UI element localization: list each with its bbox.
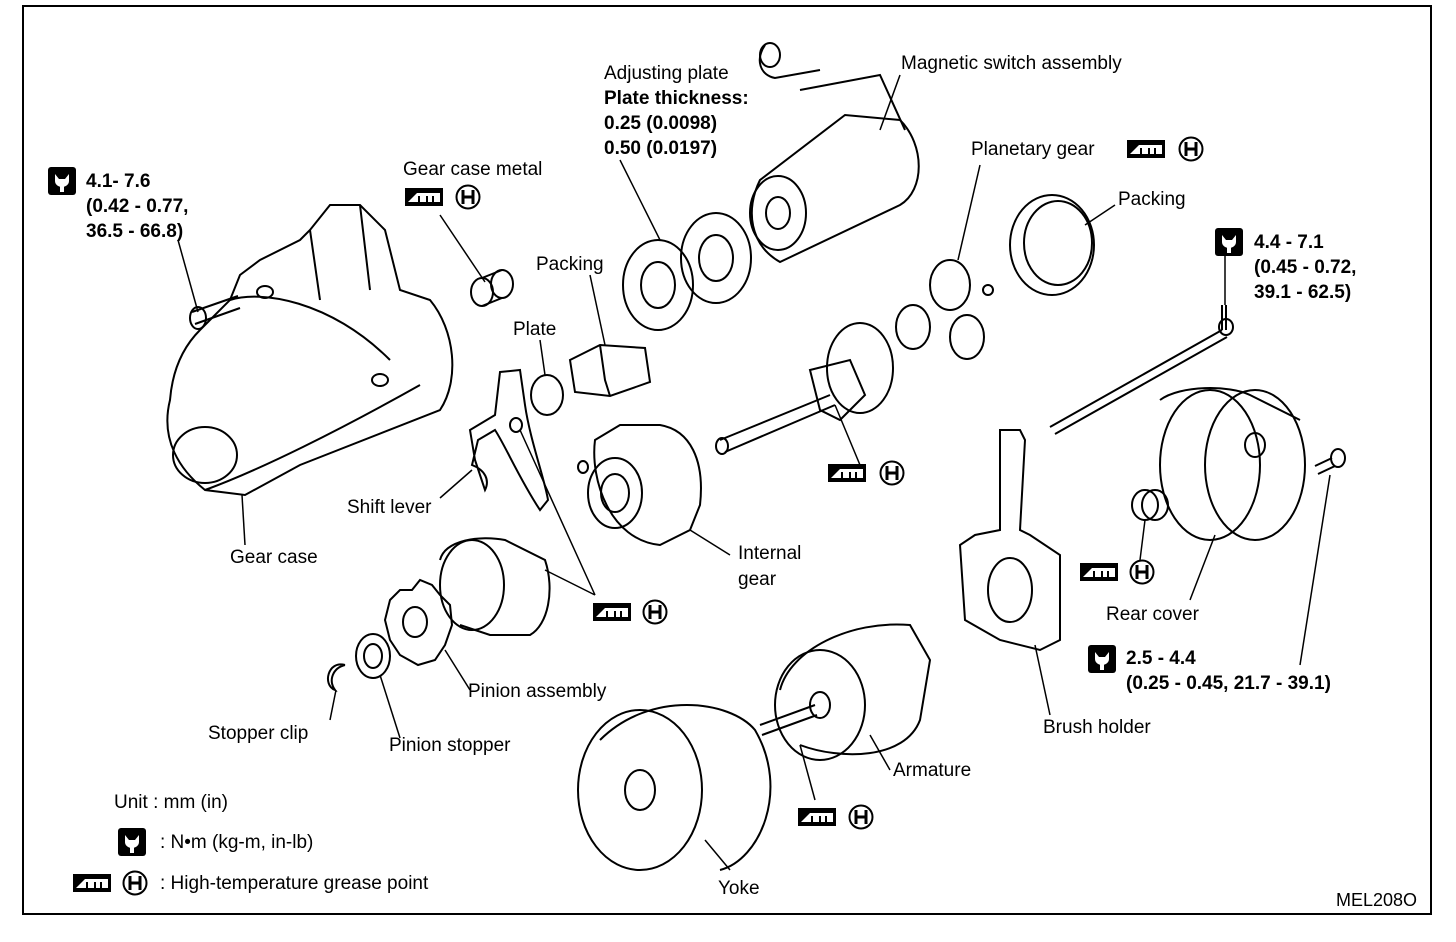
stopper-clip-part <box>326 663 346 693</box>
h-grease-icon <box>122 870 148 896</box>
torque-rear-cover-line2: (0.25 - 0.45, 21.7 - 39.1) <box>1126 673 1331 694</box>
shift-lever-part <box>468 368 550 512</box>
label-internal-gear-2: gear <box>738 569 777 590</box>
torque-rear-cover-line1: 2.5 - 4.4 <box>1126 648 1196 669</box>
packing-ring-part <box>1009 194 1095 296</box>
internal-gear-part <box>577 424 702 547</box>
h-grease-icon <box>848 804 874 830</box>
label-armature: Armature <box>893 760 972 781</box>
legend-unit: Unit : mm (in) <box>114 792 228 813</box>
leader-lines <box>177 74 1331 871</box>
torque-wrench-icon <box>48 167 76 195</box>
h-grease-icon <box>642 599 668 625</box>
brush-holder-part <box>958 429 1061 652</box>
label-thickness-1: 0.25 (0.0098) <box>604 113 718 134</box>
pinion-stopper-part <box>355 633 391 679</box>
diagram-frame <box>22 5 1432 915</box>
torque-wrench-icon <box>1215 228 1243 256</box>
h-grease-icon <box>455 184 481 210</box>
label-gear-case: Gear case <box>230 547 318 568</box>
armature-part <box>759 623 932 761</box>
rear-cover-part <box>1159 387 1306 541</box>
legend-grease: : High-temperature grease point <box>160 873 429 894</box>
torque-wrench-icon <box>1088 645 1116 673</box>
torque-gear-case-line1: 4.1- 7.6 <box>86 171 151 192</box>
label-pinion-stopper: Pinion stopper <box>389 735 511 756</box>
pinion-assembly-part <box>383 537 551 667</box>
label-adjusting-plate: Adjusting plate <box>604 63 729 84</box>
grease-point-icon <box>73 874 111 892</box>
rear-cover-bushing-part <box>1131 489 1169 521</box>
label-plate: Plate <box>513 319 557 340</box>
adjusting-plate-part <box>622 212 752 331</box>
label-internal-gear: Internal <box>738 543 802 564</box>
label-plate-thickness: Plate thickness: <box>604 88 749 109</box>
label-thickness-2: 0.50 (0.0197) <box>604 138 718 159</box>
planetary-shaft-part <box>715 322 894 455</box>
label-pinion-assembly: Pinion assembly <box>468 681 607 702</box>
gear-case-metal-part <box>470 269 514 307</box>
magnetic-switch-part <box>749 42 920 264</box>
label-stopper-clip: Stopper clip <box>208 723 309 744</box>
label-brush-holder: Brush holder <box>1043 717 1151 738</box>
torque-wrench-icon <box>118 828 146 856</box>
label-planetary-gear: Planetary gear <box>971 139 1095 160</box>
torque-through-bolt-line2: (0.45 - 0.72, <box>1254 257 1357 278</box>
grease-point-icon <box>828 464 866 482</box>
h-grease-icon <box>1178 136 1204 162</box>
through-bolt-part <box>1049 305 1234 435</box>
label-magnetic-switch: Magnetic switch assembly <box>901 53 1122 74</box>
packing-mid-part <box>568 343 652 398</box>
h-grease-icon <box>879 460 905 486</box>
h-grease-icon <box>1129 559 1155 585</box>
gear-case-part <box>166 204 454 497</box>
grease-point-icon <box>593 603 631 621</box>
label-yoke: Yoke <box>718 878 760 899</box>
torque-gear-case-line3: 36.5 - 66.8) <box>86 221 184 242</box>
torque-gear-case-line2: (0.42 - 0.77, <box>86 196 189 217</box>
label-shift-lever: Shift lever <box>347 497 432 518</box>
figure-code: MEL208O <box>1336 890 1418 910</box>
torque-through-bolt-line1: 4.4 - 7.1 <box>1254 232 1324 253</box>
gear-case-bolt-part <box>189 295 241 330</box>
grease-point-icon <box>405 188 443 206</box>
label-gear-case-metal: Gear case metal <box>403 159 543 180</box>
yoke-part <box>577 704 772 871</box>
torque-through-bolt-line3: 39.1 - 62.5) <box>1254 282 1352 303</box>
plate-part <box>530 374 564 416</box>
grease-point-icon <box>1127 140 1165 158</box>
planetary-gear-part <box>895 259 994 360</box>
grease-point-icon <box>1080 563 1118 581</box>
label-packing-top: Packing <box>1118 189 1186 210</box>
rear-cover-screw-part <box>1314 448 1346 475</box>
label-packing-mid: Packing <box>536 254 604 275</box>
label-rear-cover: Rear cover <box>1106 604 1199 625</box>
legend-torque: : N•m (kg-m, in-lb) <box>160 832 314 853</box>
grease-point-icon <box>798 808 836 826</box>
